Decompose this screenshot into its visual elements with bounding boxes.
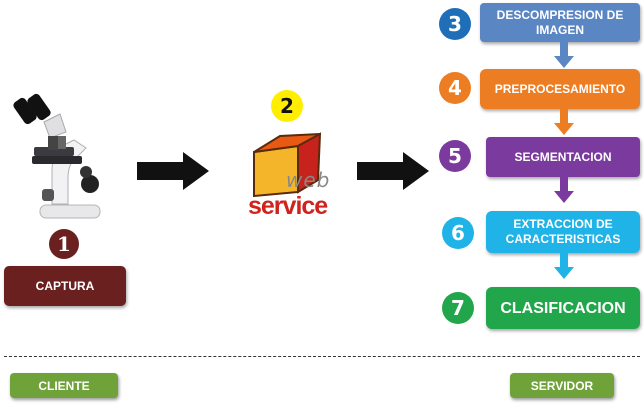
- arrow-down-3: [554, 42, 574, 68]
- dashed-divider: [4, 356, 640, 357]
- preprocesamiento-box: PREPROCESAMIENTO: [480, 69, 640, 109]
- captura-box: CAPTURA: [4, 266, 126, 306]
- service-logo-text: service: [248, 192, 328, 220]
- step-6-number: 6: [442, 217, 474, 249]
- arrow-down-4: [554, 109, 574, 135]
- cliente-label: CLIENTE: [10, 373, 118, 398]
- descompresion-box: DESCOMPRESION DE IMAGEN: [480, 3, 640, 42]
- servidor-label: SERVIDOR: [510, 373, 614, 398]
- clasificacion-box: CLASIFICACION: [486, 287, 640, 329]
- step-7-number: 7: [442, 292, 474, 324]
- step-4-number: 4: [439, 72, 471, 104]
- web-logo-text: web: [286, 168, 331, 192]
- arrow-right-1: [137, 152, 209, 190]
- step-2-number: 2: [271, 90, 303, 122]
- web-service-cube-icon: [253, 132, 322, 198]
- step-1-number: 1: [49, 229, 79, 259]
- step-5-number: 5: [439, 140, 471, 172]
- arrow-down-5: [554, 177, 574, 203]
- extraccion-box: EXTRACCION DE CARACTERISTICAS: [486, 211, 640, 253]
- arrow-right-2: [357, 152, 429, 190]
- microscope-icon: [13, 93, 101, 219]
- step-3-number: 3: [439, 8, 471, 40]
- segmentacion-box: SEGMENTACION: [486, 137, 640, 177]
- arrow-down-6: [554, 253, 574, 279]
